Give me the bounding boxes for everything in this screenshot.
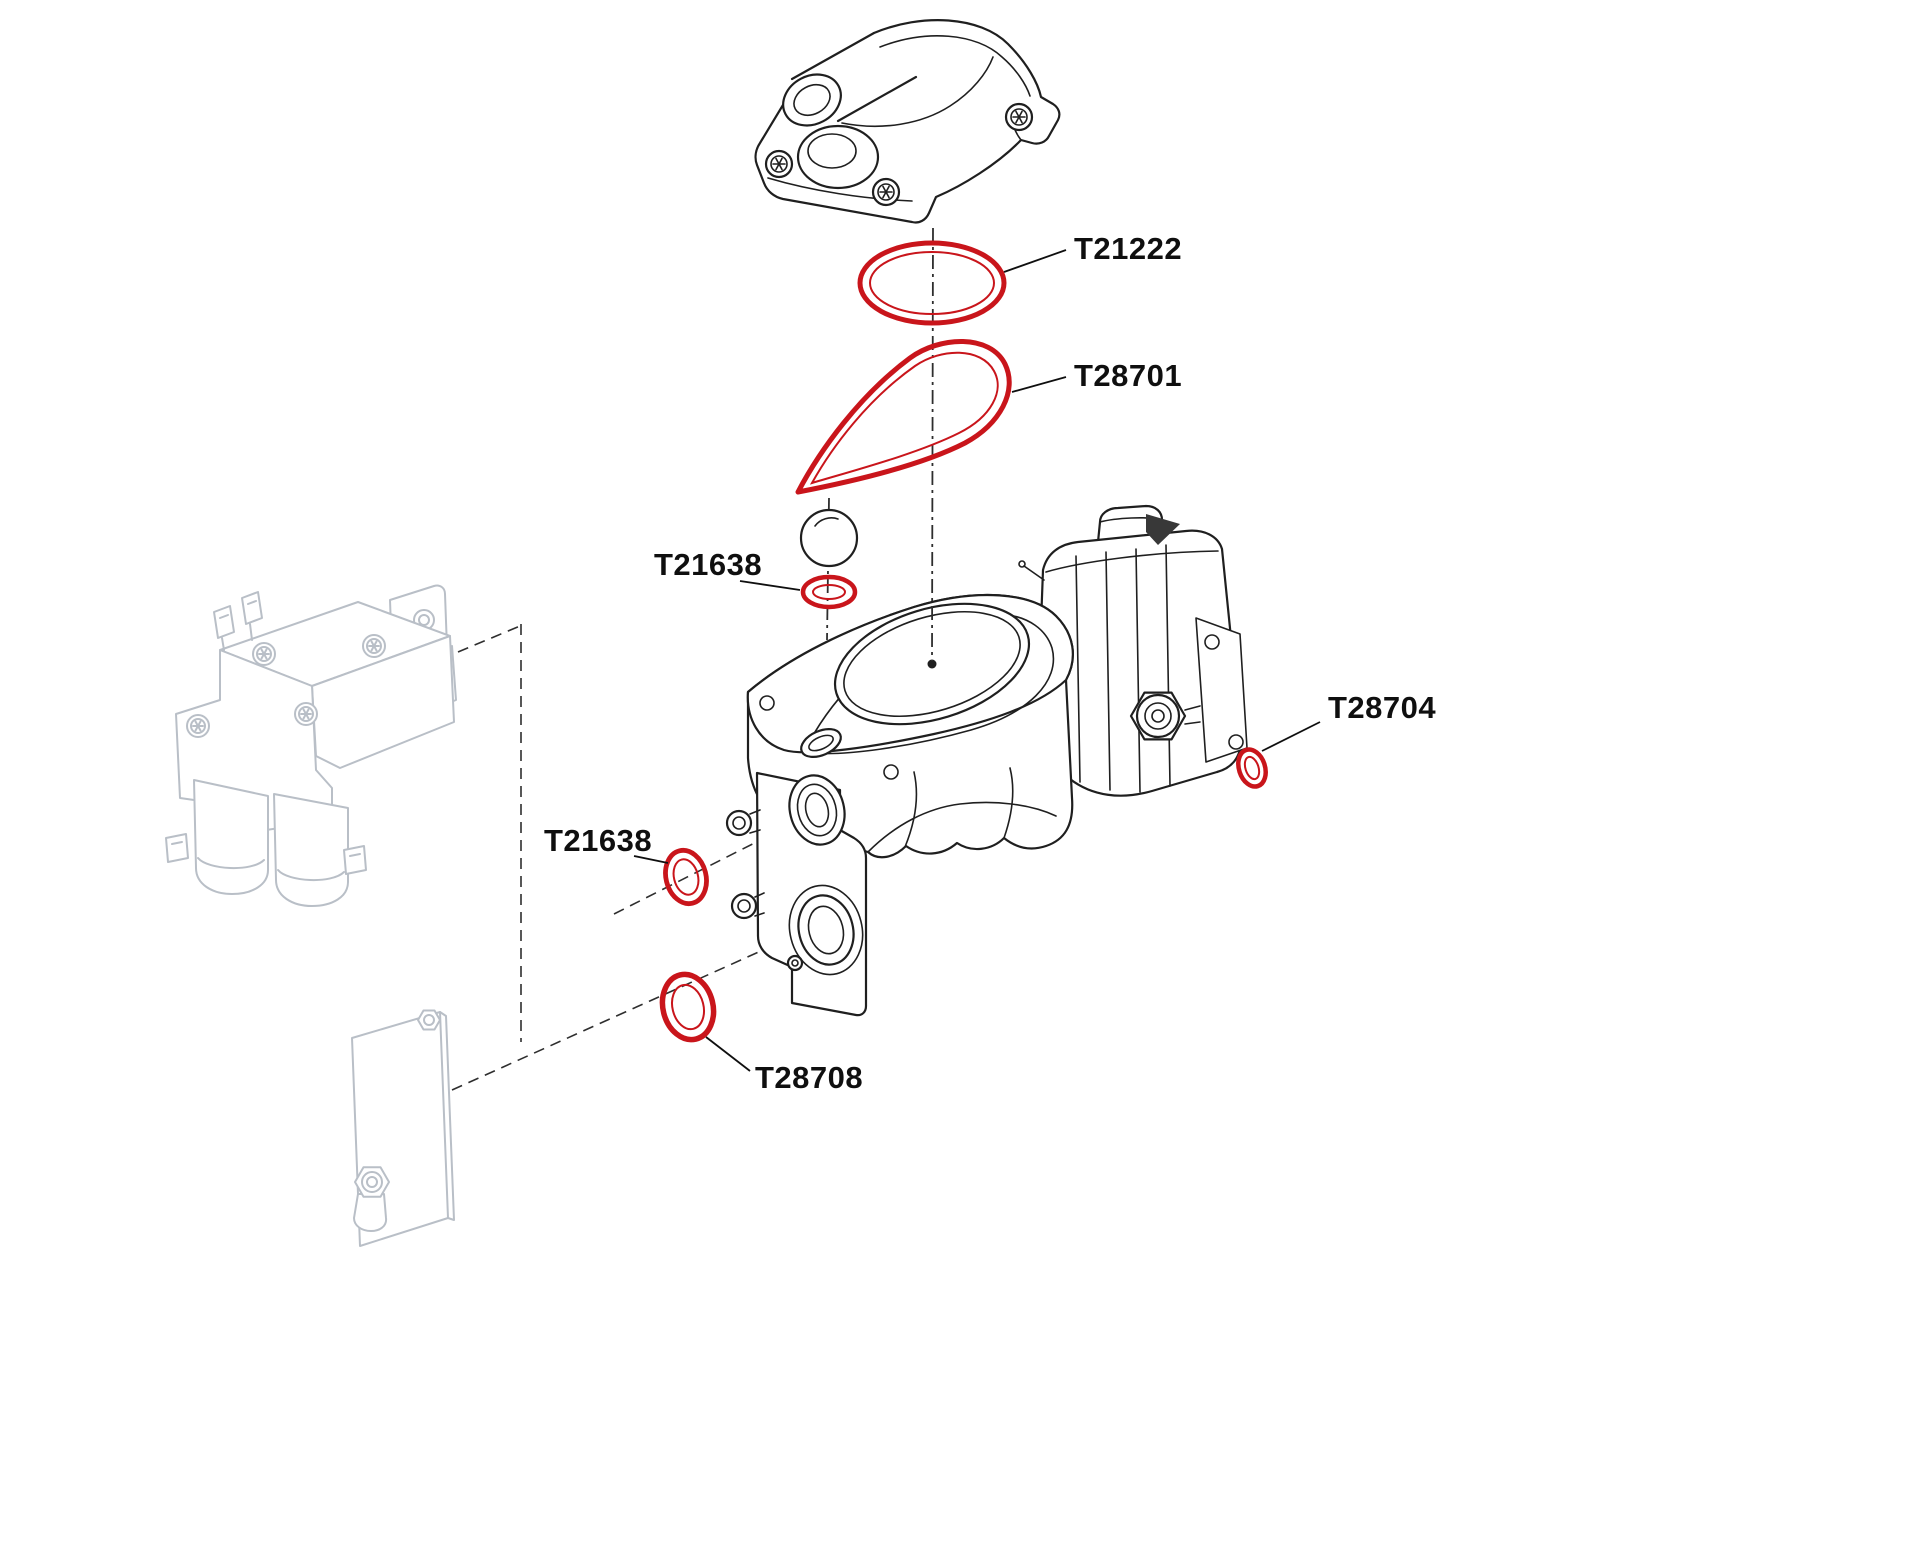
upper-port [788,774,846,846]
gasket-t28701 [795,339,1012,495]
torx-screw [871,177,901,207]
check-ball [799,508,859,568]
torx-screw [764,149,794,179]
leader-t28708 [705,1036,751,1072]
solenoid-coil [273,793,349,907]
leader-lines [633,249,1321,1072]
side-bolt [725,809,753,837]
faded-mounting-plate [351,1009,455,1247]
spout-cylinder [790,31,918,123]
leader-t28704 [1261,721,1321,752]
level-marker [1146,514,1180,545]
part-label-t21638-side: T21638 [544,823,652,858]
pump-housing [725,593,1074,1017]
leader-t21222 [1003,249,1067,273]
faded-valve-assembly [165,584,457,907]
part-label-t28701: T28701 [1074,358,1182,393]
cover-dome [796,124,880,190]
pump-cover [754,19,1061,224]
spade-terminal [241,591,263,625]
fitting-stem [353,1193,388,1232]
solenoid-coil [193,779,269,895]
part-labels: T21222 T28701 T21638 T28704 T21638 T2870… [544,231,1436,1095]
o-ring-t28704 [1236,747,1268,789]
leader-t21638-side [633,855,669,864]
part-label-t28704: T28704 [1328,690,1436,725]
torx-screw [1004,102,1034,132]
side-bolt [730,892,758,920]
hex-fitting [354,1166,390,1198]
o-ring-t28708 [659,971,717,1043]
assembly-axis-lines [451,624,813,1091]
part-label-t21638-top: T21638 [654,547,762,582]
leader-t28701 [1011,376,1067,393]
spade-terminal [213,605,235,639]
leader-t21638-top [739,580,801,591]
part-label-t21222: T21222 [1074,231,1182,266]
bolt [417,1009,441,1031]
o-ring-t21638-side [663,847,709,907]
seal-t21222 [857,240,1007,326]
part-label-t28708: T28708 [755,1060,863,1095]
reservoir-tank [1018,504,1248,797]
center-mark [927,659,937,669]
o-ring-t21638-top [800,574,858,610]
